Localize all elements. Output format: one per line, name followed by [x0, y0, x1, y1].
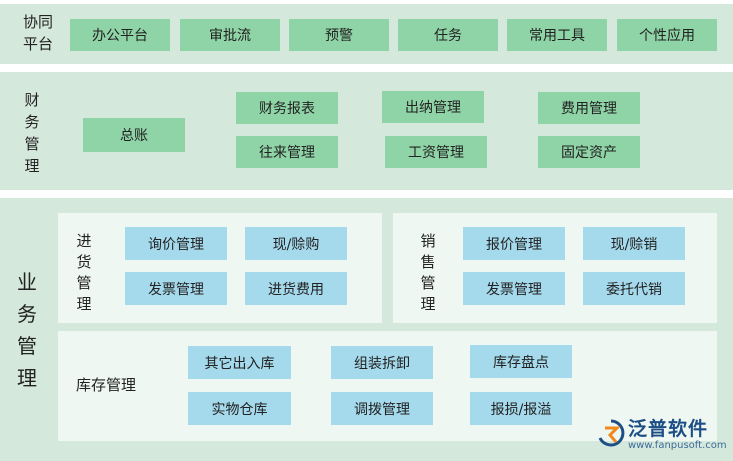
module-quotation-management[interactable]: 报价管理: [463, 227, 565, 260]
finance-label: 财务管理: [24, 91, 40, 175]
module-task[interactable]: 任务: [398, 19, 498, 51]
module-physical-warehouse[interactable]: 实物仓库: [188, 392, 291, 425]
module-purchase-expense[interactable]: 进货费用: [245, 272, 347, 305]
logo-url: www.fanpusoft.com: [628, 440, 727, 451]
module-financial-reports[interactable]: 财务报表: [236, 92, 338, 124]
module-office-platform[interactable]: 办公平台: [70, 19, 170, 51]
module-cash-credit-sales[interactable]: 现/赊销: [583, 227, 685, 260]
sales-label: 销售管理: [420, 232, 436, 313]
inventory-label: 库存管理: [76, 376, 137, 394]
module-cash-credit-purchase[interactable]: 现/赊购: [245, 227, 347, 260]
module-stocktaking[interactable]: 库存盘点: [470, 345, 572, 378]
business-label: 业务管理: [17, 270, 37, 390]
module-approval-flow[interactable]: 审批流: [180, 19, 280, 51]
module-fixed-assets[interactable]: 固定资产: [538, 136, 640, 168]
module-sales-invoice[interactable]: 发票管理: [463, 272, 565, 305]
module-personal-apps[interactable]: 个性应用: [617, 19, 717, 51]
collab-platform-label: 协同平台: [22, 13, 53, 53]
module-assembly-disassembly[interactable]: 组装拆卸: [331, 346, 433, 379]
fanpu-logo-icon: [598, 419, 625, 447]
module-accounts-management[interactable]: 往来管理: [236, 136, 338, 168]
module-payroll-management[interactable]: 工资管理: [385, 136, 487, 168]
module-other-in-out[interactable]: 其它出入库: [188, 346, 291, 379]
logo-name: 泛普软件: [628, 418, 709, 440]
fanpu-logo: 泛普软件 www.fanpusoft.com: [596, 412, 731, 460]
module-transfer-management[interactable]: 调拨管理: [331, 392, 433, 425]
module-cashier-management[interactable]: 出纳管理: [382, 91, 484, 123]
module-inquiry-management[interactable]: 询价管理: [125, 227, 227, 260]
purchase-label: 进货管理: [76, 232, 92, 313]
module-consignment-sales[interactable]: 委托代销: [583, 272, 685, 305]
module-alert[interactable]: 预警: [289, 19, 389, 51]
module-purchase-invoice[interactable]: 发票管理: [125, 272, 227, 305]
module-general-ledger[interactable]: 总账: [83, 118, 185, 152]
module-loss-overflow[interactable]: 报损/报溢: [470, 392, 572, 425]
module-expense-management[interactable]: 费用管理: [538, 92, 640, 124]
module-common-tools[interactable]: 常用工具: [507, 19, 607, 51]
